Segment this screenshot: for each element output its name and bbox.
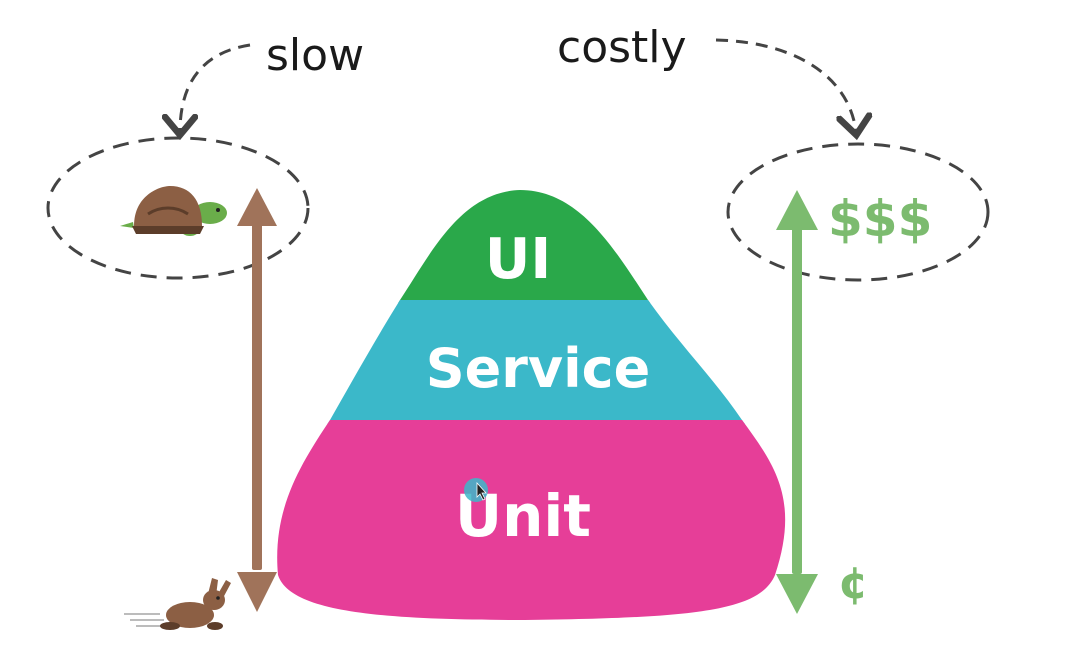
costly-highlight-ellipse <box>726 142 990 282</box>
costly-annotation: costly <box>557 22 687 73</box>
ui-layer-label: UI <box>485 227 551 292</box>
unit-layer <box>277 420 786 620</box>
cost-scale-arrow <box>776 190 818 614</box>
speed-scale-arrow <box>237 188 277 612</box>
mouse-cursor-icon <box>464 478 488 502</box>
high-cost-label: $$$ <box>828 190 932 248</box>
low-cost-label: ¢ <box>838 558 869 609</box>
slow-pointer-arrow <box>180 43 251 132</box>
rabbit-icon <box>124 578 231 630</box>
costly-pointer-arrow <box>715 38 856 132</box>
slow-annotation: slow <box>266 30 364 81</box>
service-layer-label: Service <box>426 337 651 400</box>
turtle-icon <box>120 186 227 236</box>
